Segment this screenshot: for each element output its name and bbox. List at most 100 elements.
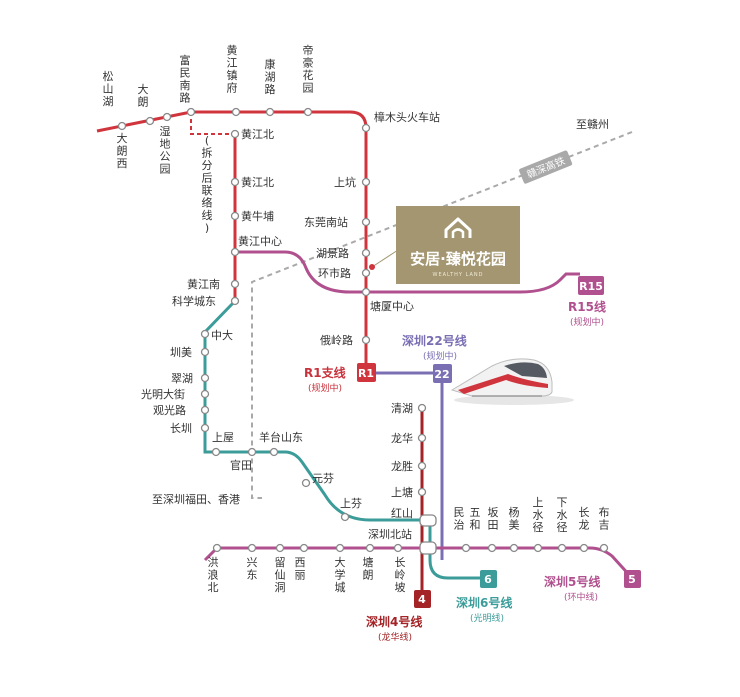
- station-dot[interactable]: [200, 423, 210, 433]
- station-xingdong: 兴东: [247, 556, 258, 582]
- station-dot[interactable]: [417, 461, 427, 471]
- station-dot[interactable]: [361, 287, 371, 297]
- station-dot[interactable]: [579, 543, 589, 553]
- rail-name-tag: [519, 150, 573, 184]
- station-dot[interactable]: [275, 543, 285, 553]
- station-huangjiangzhongxin: 黄江中心: [238, 234, 282, 248]
- station-dihaohuayuan: 帝豪花园: [303, 43, 314, 95]
- line-r1-name: R1支线: [304, 365, 346, 380]
- station-wuhe: 五和: [470, 506, 481, 532]
- station-dot[interactable]: [117, 121, 127, 131]
- station-bantian: 坂田: [488, 506, 499, 532]
- station-dot[interactable]: [200, 389, 210, 399]
- station-dot[interactable]: [247, 447, 257, 457]
- station-dot[interactable]: [186, 107, 196, 117]
- line-r15-name: R15线: [568, 299, 606, 314]
- station-kexuechengdong: 科学城东: [172, 294, 216, 308]
- station-dot[interactable]: [509, 543, 519, 553]
- station-yangmei: 杨美: [509, 505, 520, 532]
- station-shangwu: 上屋: [212, 431, 234, 444]
- station-dot[interactable]: [361, 335, 371, 345]
- station-dot[interactable]: [269, 447, 279, 457]
- station-dot[interactable]: [200, 347, 210, 357]
- station-dot[interactable]: [461, 543, 471, 553]
- station-daxuecheng: 大学城: [335, 555, 346, 594]
- station-dot[interactable]: [162, 112, 172, 122]
- rail-to-shenzhen: 至深圳福田、香港: [152, 492, 240, 506]
- station-guangguanglu: 观光路: [153, 403, 186, 417]
- station-huangjiangbei-2: 黄江北: [241, 175, 274, 189]
- station-huangniupu: 黄牛埔: [241, 209, 274, 223]
- badge-r15[interactable]: [578, 276, 604, 295]
- brand-subtitle: WEALTHY LAND: [433, 272, 484, 278]
- train-illustration: [450, 358, 574, 405]
- station-shangkeng: 上坑: [334, 175, 356, 189]
- station-guangmingdajie: 光明大街: [141, 387, 185, 401]
- station-liuxiandong: 留仙洞: [275, 556, 286, 594]
- station-dot[interactable]: [417, 433, 427, 443]
- interchange-shenzhenbeizhan[interactable]: [419, 541, 437, 555]
- station-dot[interactable]: [230, 177, 240, 187]
- station-dot[interactable]: [230, 129, 240, 139]
- station-dot[interactable]: [365, 543, 375, 553]
- line-6-name: 深圳6号线: [456, 595, 512, 610]
- badge-5[interactable]: [624, 570, 641, 588]
- station-dot[interactable]: [231, 107, 241, 117]
- station-dot[interactable]: [340, 512, 350, 522]
- station-dot[interactable]: [200, 405, 210, 415]
- station-dot[interactable]: [361, 248, 371, 258]
- station-longsheng: 龙胜: [391, 459, 413, 473]
- station-dot[interactable]: [417, 403, 427, 413]
- callout-pointer-line: [371, 249, 399, 268]
- station-zhongda: 中大: [211, 328, 233, 342]
- rail-to-ganzhou: 至赣州: [576, 117, 609, 131]
- station-dot[interactable]: [200, 373, 210, 383]
- station-dot[interactable]: [361, 123, 371, 133]
- station-dot[interactable]: [557, 543, 567, 553]
- station-shidigongyuan: 湿地公园: [160, 125, 171, 176]
- station-yangtaishandong: 羊台山东: [259, 430, 303, 444]
- station-dot[interactable]: [361, 217, 371, 227]
- project-location-dot[interactable]: [369, 264, 375, 270]
- badge-4-text: 4: [418, 593, 426, 606]
- line-6-note: (光明线): [470, 612, 504, 624]
- interchange-hongshan[interactable]: [419, 514, 437, 527]
- station-dot[interactable]: [599, 543, 609, 553]
- station-dot[interactable]: [393, 543, 403, 553]
- station-guantian: 官田: [230, 458, 252, 472]
- station-dot[interactable]: [303, 107, 313, 117]
- station-hujinglu: 湖景路: [316, 247, 349, 260]
- station-tanglang: 塘朗: [363, 555, 374, 582]
- station-dot[interactable]: [417, 487, 427, 497]
- station-elinglu: 俄岭路: [320, 333, 353, 347]
- station-dot[interactable]: [361, 177, 371, 187]
- station-dot[interactable]: [361, 268, 371, 278]
- station-kanghulu: 康湖路: [265, 57, 276, 96]
- station-dot[interactable]: [230, 279, 240, 289]
- badge-r1[interactable]: [357, 363, 376, 382]
- station-dot[interactable]: [145, 116, 155, 126]
- station-zhangmutou: 樟木头火车站: [374, 110, 440, 124]
- station-dot[interactable]: [230, 211, 240, 221]
- station-minzhi: 民治: [454, 506, 465, 532]
- station-dot[interactable]: [212, 543, 222, 553]
- line-5-note: (环中线): [564, 591, 598, 603]
- station-dot[interactable]: [533, 543, 543, 553]
- badge-22[interactable]: [433, 364, 452, 383]
- station-dot[interactable]: [335, 543, 345, 553]
- station-dot[interactable]: [487, 543, 497, 553]
- station-dot[interactable]: [301, 478, 311, 488]
- station-dot[interactable]: [230, 296, 240, 306]
- station-dalangxi: 大朗西: [117, 131, 128, 170]
- station-dot[interactable]: [211, 447, 221, 457]
- badge-4[interactable]: [414, 590, 431, 608]
- station-dot[interactable]: [247, 543, 257, 553]
- station-dot[interactable]: [265, 107, 275, 117]
- line-22-name: 深圳22号线: [402, 333, 467, 348]
- station-dot[interactable]: [299, 543, 309, 553]
- badge-6[interactable]: [480, 570, 497, 588]
- station-dot[interactable]: [230, 247, 240, 257]
- station-dot[interactable]: [200, 329, 210, 339]
- station-changquan: 长圳: [170, 422, 192, 435]
